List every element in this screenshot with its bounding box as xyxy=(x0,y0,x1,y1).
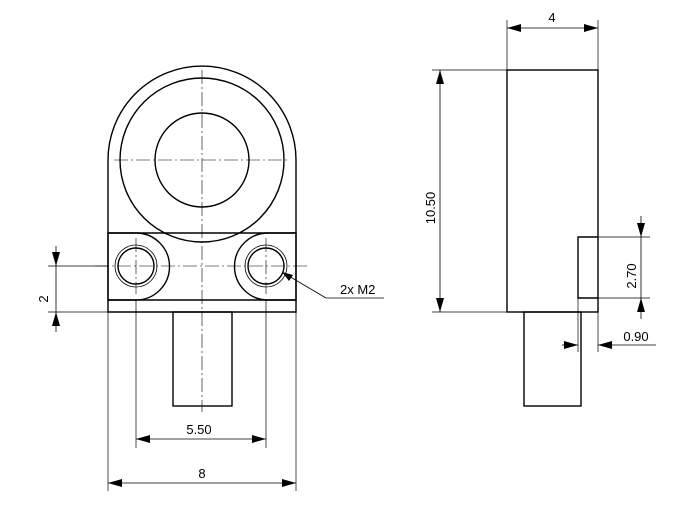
side-step-notch xyxy=(577,236,598,299)
dim-thickness-label: 4 xyxy=(548,10,555,25)
dim-step-height-label: 2.70 xyxy=(624,263,639,288)
side-view: 4 10.50 2.70 0.90 xyxy=(423,10,656,407)
side-stem xyxy=(523,311,582,407)
dim-step-height: 2.70 xyxy=(624,216,645,319)
dim-hole-height-label: 2 xyxy=(36,295,51,302)
dim-height-label: 10.50 xyxy=(423,192,438,225)
dim-height: 10.50 xyxy=(423,70,444,312)
front-body-outline xyxy=(107,65,297,313)
front-stem xyxy=(172,311,233,407)
holes-callout-label: 2x M2 xyxy=(340,282,375,297)
front-view: 2 5.50 8 2x M2 xyxy=(36,65,384,491)
right-hole-pocket xyxy=(233,232,297,301)
dim-step-depth: 0.90 xyxy=(562,329,656,349)
dim-thickness: 4 xyxy=(507,10,598,32)
dim-step-depth-label: 0.90 xyxy=(623,329,648,344)
dim-hole-spacing-label: 5.50 xyxy=(186,422,211,437)
left-hole-pocket xyxy=(107,232,171,301)
holes-callout: 2x M2 xyxy=(281,271,384,299)
dim-width-total-label: 8 xyxy=(198,466,205,481)
dim-width-total: 8 xyxy=(108,466,296,487)
side-body-outline xyxy=(506,69,599,313)
dim-hole-height: 2 xyxy=(36,246,60,332)
dim-hole-spacing: 5.50 xyxy=(136,422,266,443)
